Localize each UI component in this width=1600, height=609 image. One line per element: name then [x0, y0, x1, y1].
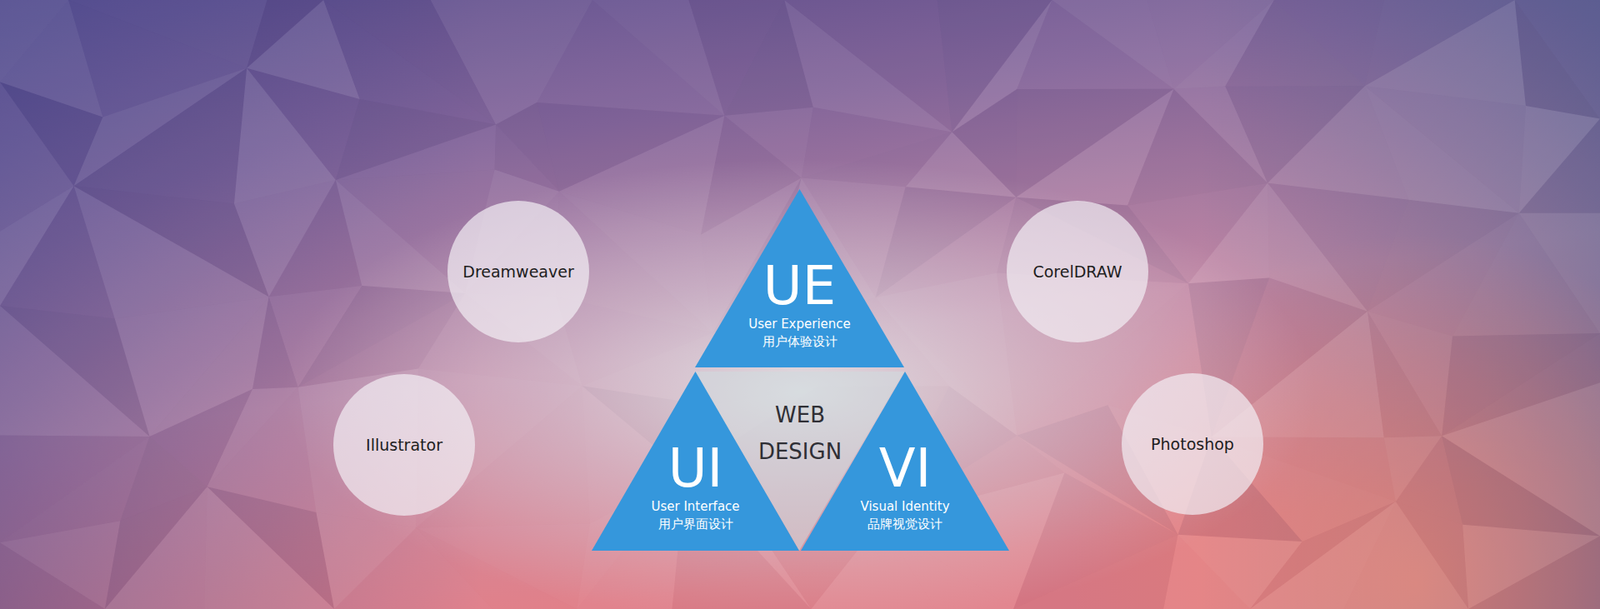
tool-circle: CorelDRAW	[1006, 200, 1149, 343]
design-triangle: UEUser Experience用户体验设计	[695, 189, 905, 368]
tool-name: CorelDRAW	[1032, 262, 1122, 281]
triangle-text: UEUser Experience用户体验设计	[695, 255, 905, 351]
tool-name: Dreamweaver	[462, 262, 574, 281]
english-subtitle: User Experience	[695, 315, 905, 334]
circle-label-holder: CorelDRAW	[1006, 200, 1149, 343]
chinese-subtitle: 用户体验设计	[695, 333, 905, 351]
circle-label-holder: Illustrator	[333, 374, 475, 516]
circle-label-holder: Dreamweaver	[447, 200, 590, 343]
circle-label-holder: Photoshop	[1121, 373, 1264, 515]
center-title: WEB DESIGN	[733, 396, 867, 470]
chinese-subtitle: 品牌视觉设计	[800, 515, 1010, 534]
chinese-subtitle: 用户界面设计	[591, 515, 800, 534]
tool-circle: Photoshop	[1121, 373, 1264, 515]
english-subtitle: Visual Identity	[800, 498, 1010, 516]
acronym: UE	[695, 255, 905, 316]
english-subtitle: User Interface	[591, 498, 800, 516]
tool-name: Photoshop	[1150, 435, 1235, 454]
tool-circle: Dreamweaver	[447, 200, 590, 343]
tool-circle: Illustrator	[333, 374, 475, 516]
tool-name: Illustrator	[365, 435, 443, 455]
